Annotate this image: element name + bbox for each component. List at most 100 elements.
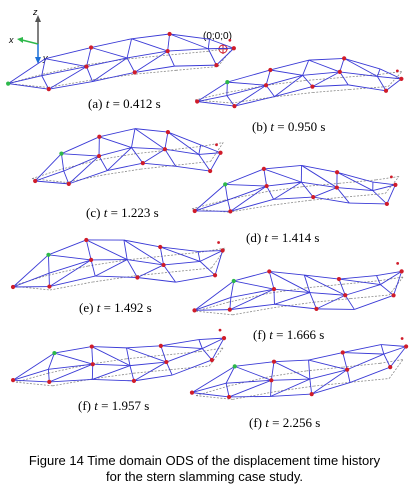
- undeformed-edge: [7, 83, 49, 88]
- deformed-edge: [86, 57, 128, 68]
- measurement-node: [399, 76, 404, 81]
- measurement-node: [89, 344, 94, 349]
- deformed-edge: [300, 181, 314, 198]
- panel-label-b: (b) t = 0.950 s: [252, 119, 326, 134]
- sensor-node: [228, 38, 232, 42]
- measurement-node: [336, 276, 342, 282]
- deformed-edge: [207, 39, 210, 49]
- deformed-edge: [131, 147, 144, 164]
- deformed-edge: [225, 366, 236, 384]
- panel-label-e: (e) t = 1.492 s: [79, 300, 152, 315]
- undeformed-edge: [47, 79, 94, 88]
- deformed-edge: [134, 50, 168, 73]
- deformed-edge: [354, 294, 394, 310]
- mode-shape-b: [194, 56, 404, 109]
- deformed-edge: [269, 271, 311, 293]
- measurement-node: [165, 129, 171, 135]
- reference-node: [46, 252, 51, 257]
- deformed-edge: [308, 59, 340, 73]
- deformed-edge: [377, 75, 402, 80]
- deformed-edge: [63, 170, 70, 185]
- measurement-node: [391, 293, 396, 298]
- deformed-edge: [126, 259, 138, 278]
- undeformed-edge: [343, 362, 381, 368]
- deformed-edge: [339, 71, 349, 86]
- deformed-edge: [302, 59, 310, 76]
- deformed-edge: [302, 71, 340, 76]
- deformed-edge: [95, 275, 138, 278]
- deformed-edge: [163, 260, 201, 266]
- undeformed-edge: [208, 347, 224, 367]
- deformed-edge: [345, 284, 381, 296]
- deformed-edge: [273, 288, 310, 294]
- undeformed-edge: [104, 168, 141, 176]
- deformed-edge: [380, 270, 402, 285]
- deformed-edge: [234, 84, 267, 107]
- undeformed-edge: [133, 271, 172, 277]
- deformed-edge: [207, 48, 217, 66]
- deformed-edge: [230, 198, 274, 212]
- deformed-edge: [274, 74, 303, 97]
- deformed-edge: [386, 184, 396, 205]
- measurement-node: [334, 170, 340, 175]
- deformed-edge: [134, 128, 166, 150]
- measurement-node: [383, 88, 389, 93]
- deformed-edge: [308, 352, 343, 361]
- measurement-node: [221, 336, 227, 341]
- measurement-node: [33, 178, 38, 184]
- measurement-node: [84, 64, 89, 69]
- deformed-edge: [376, 76, 387, 91]
- reference-node: [59, 151, 64, 156]
- deformed-edge: [41, 75, 50, 90]
- undeformed-edge: [194, 99, 232, 104]
- panel-label-d: (d) t = 1.414 s: [246, 230, 320, 245]
- deformed-edge: [201, 348, 213, 361]
- undeformed-edge: [89, 358, 127, 365]
- measurement-node: [271, 359, 277, 364]
- mode-shape-f2: [10, 328, 227, 387]
- deformed-edge: [226, 84, 267, 97]
- deformed-edge: [34, 153, 62, 182]
- deformed-edge: [226, 379, 272, 384]
- deformed-edge: [273, 361, 311, 380]
- measurement-node: [393, 182, 398, 187]
- deformed-edge: [200, 144, 221, 154]
- measurement-node: [84, 237, 89, 243]
- deformed-edge: [266, 181, 302, 187]
- deformed-edge: [273, 181, 302, 200]
- undeformed-edge: [232, 307, 275, 316]
- deformed-edge: [270, 59, 309, 71]
- deformed-edge: [49, 259, 92, 287]
- deformed-edge: [229, 395, 271, 398]
- measurement-node: [404, 344, 409, 349]
- deformed-edge: [98, 147, 132, 157]
- deformed-edge: [48, 363, 93, 370]
- deformed-edge: [225, 183, 267, 187]
- undeformed-edge: [135, 69, 177, 75]
- deformed-edge: [304, 274, 346, 296]
- deformed-edge: [127, 259, 164, 266]
- undeformed-edge: [342, 74, 380, 78]
- undeformed-edge: [127, 54, 169, 60]
- deformed-edge: [134, 128, 168, 133]
- deformed-edge: [47, 352, 55, 370]
- sensor-node: [218, 328, 222, 332]
- undeformed-edge: [201, 142, 224, 147]
- deformed-edge: [308, 360, 311, 380]
- deformed-edge: [41, 66, 87, 77]
- undeformed-edge: [171, 267, 212, 273]
- deformed-edge: [92, 71, 135, 83]
- undeformed-edge: [211, 247, 227, 269]
- undeformed-edge: [167, 50, 209, 56]
- measurement-node: [388, 365, 393, 370]
- deformed-edge: [133, 361, 167, 382]
- deformed-edge: [49, 379, 93, 383]
- mode-shape-a: [6, 31, 236, 92]
- undeformed-edge: [388, 276, 404, 296]
- reference-node: [225, 80, 230, 85]
- deformed-edge: [270, 361, 275, 381]
- deformed-edge: [123, 239, 128, 260]
- undeformed-edge: [191, 199, 225, 210]
- deformed-edge: [227, 185, 267, 201]
- deformed-edge: [194, 297, 232, 311]
